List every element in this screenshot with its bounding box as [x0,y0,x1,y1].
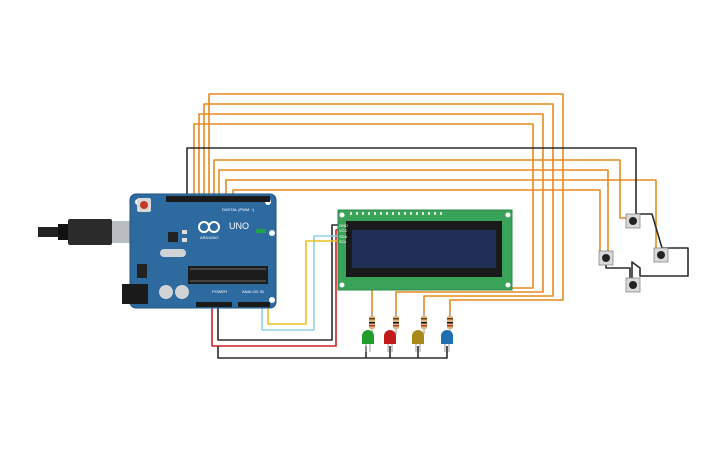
resistor-4[interactable] [447,312,453,334]
push-button-2[interactable] [598,250,614,266]
led-yellow[interactable] [412,330,424,352]
wire-signal-2[interactable] [203,103,554,318]
lcd-16x2-display[interactable]: GND VCC SDA SCL [337,209,513,291]
wire-signal-1[interactable] [208,93,564,318]
lcd-pin-label: SCL [339,239,348,244]
power-jack [122,284,148,304]
led-blue[interactable] [441,330,453,352]
usb-cable [38,227,60,237]
crystal [160,249,186,257]
wire-lcd-sda[interactable] [261,235,346,331]
lcd-pin-label: SDA [339,234,348,239]
lcd-pin-label: GND [339,223,348,228]
power-header [196,302,232,307]
push-button-3[interactable] [653,247,669,263]
analog-header [238,302,270,307]
wire-ground-buttons[interactable] [631,213,689,282]
wire-signal-4[interactable] [193,123,534,318]
leds [362,330,453,352]
wire-lcd-gnd[interactable] [217,224,346,341]
resistor-2[interactable] [393,312,399,334]
usb-chip [168,232,178,242]
wire-signal-7[interactable] [225,179,657,250]
led-green[interactable] [362,330,374,352]
arduino-uno-board[interactable]: ARDUINO UNO DIGITAL (PWM ~) POWER ANALOG… [38,193,277,309]
led-red[interactable] [384,330,396,352]
board-brand-label: ARDUINO [200,235,218,240]
arduino-logo-icon [198,221,220,233]
capacitor-2 [175,285,189,299]
resistors [369,312,453,334]
resistor-1[interactable] [369,312,375,334]
lcd-screen [352,230,496,268]
push-buttons [598,213,669,293]
wire-ground-top[interactable] [186,147,637,218]
lcd-pin-label: VCC [339,228,348,233]
capacitor-1 [159,285,173,299]
wires [186,93,689,359]
power-label: POWER [212,289,227,294]
lcd-pin-row [350,212,442,215]
digital-header [166,196,270,202]
wire-signal-6[interactable] [218,169,609,258]
wire-signal-3[interactable] [198,113,544,318]
wire-lcd-scl[interactable] [267,240,346,325]
wire-signal-5[interactable] [213,159,630,219]
push-button-1[interactable] [625,213,641,229]
analog-label: ANALOG IN [242,289,264,294]
microcontroller-chip [188,266,268,284]
push-button-4[interactable] [625,277,641,293]
resistor-3[interactable] [421,312,427,334]
board-name-label: UNO [229,221,249,231]
digital-header-label: DIGITAL (PWM ~) [222,207,255,212]
lcd-i2c-pins: GND VCC SDA SCL [339,223,348,244]
wire-led-ground-bus[interactable] [217,346,448,359]
